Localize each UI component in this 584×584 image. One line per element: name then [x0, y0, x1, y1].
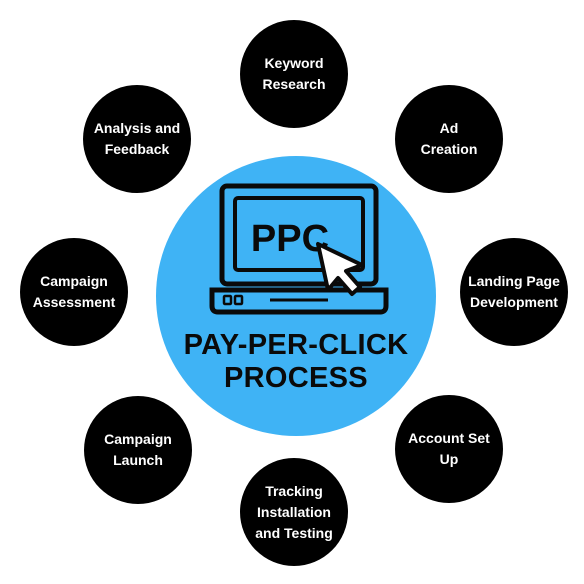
step-tracking-installation-testing: Tracking Installation and Testing — [240, 458, 348, 566]
step-campaign-launch: Campaign Launch — [84, 396, 192, 504]
center-title-line-2: PROCESS — [224, 362, 368, 394]
ppc-screen-text: PPC — [251, 218, 329, 260]
step-ad-creation: Ad Creation — [395, 85, 503, 193]
step-account-set-up: Account Set Up — [395, 395, 503, 503]
cursor-arrow-icon — [316, 242, 364, 296]
center-title-line-1: PAY-PER-CLICK — [183, 329, 409, 361]
center-circle: PPC PAY-PER-CLICK PROCESS — [156, 156, 436, 436]
center-title: PAY-PER-CLICK PROCESS — [156, 329, 436, 395]
step-analysis-and-feedback: Analysis and Feedback — [83, 85, 191, 193]
step-keyword-research: Keyword Research — [240, 20, 348, 128]
step-landing-page-development: Landing Page Development — [460, 238, 568, 346]
laptop-icon: PPC — [209, 183, 389, 315]
step-campaign-assessment: Campaign Assessment — [20, 238, 128, 346]
